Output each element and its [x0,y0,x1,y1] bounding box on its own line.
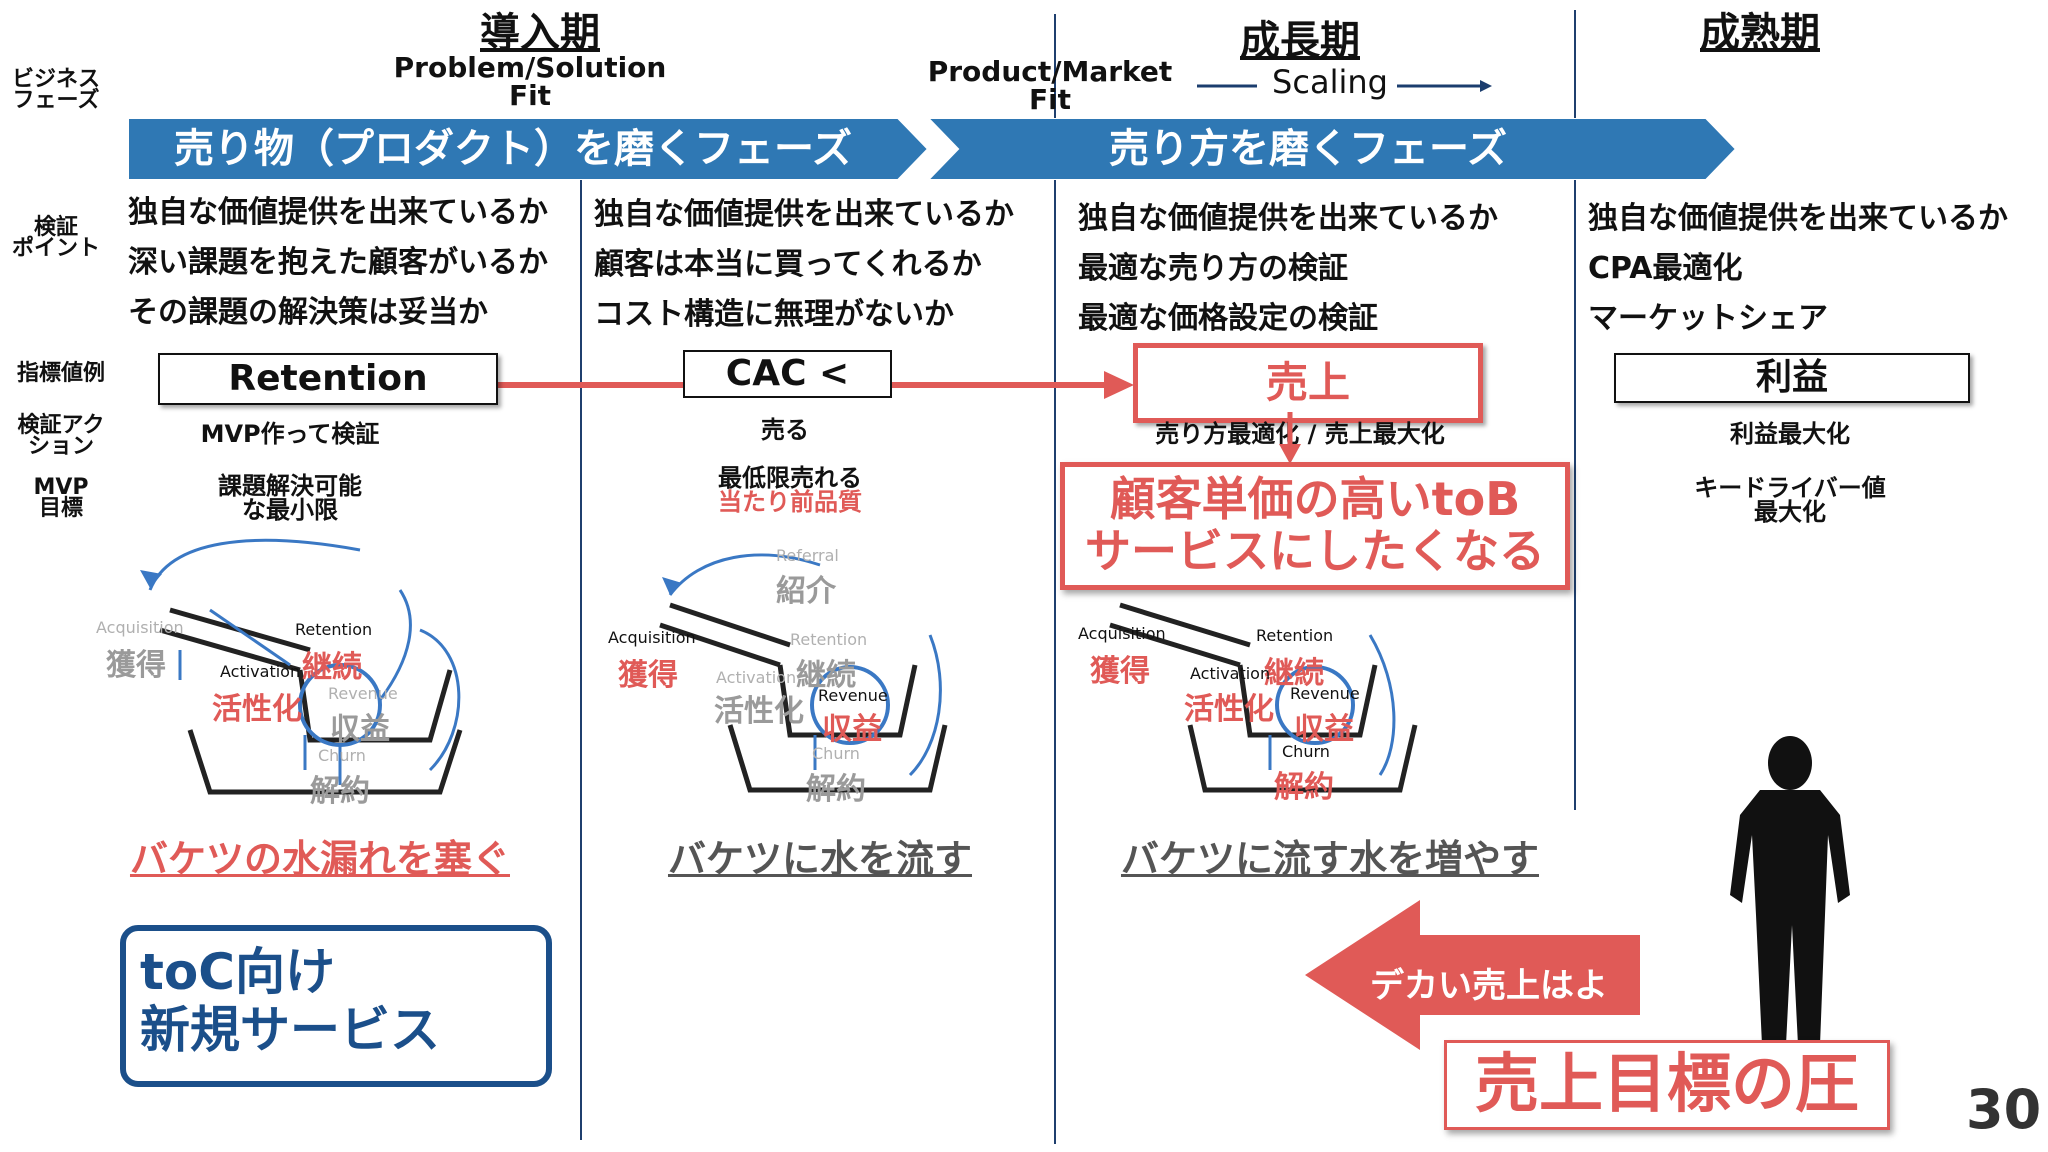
page-number: 30 [1966,1078,2042,1141]
check-point: 独自な価値提供を出来ているか [1078,201,1498,236]
b1-churn-en: Churn [318,746,366,765]
caption-col1: バケツの水漏れを塞ぐ [129,837,510,881]
check-point: 独自な価値提供を出来ているか [594,197,1014,232]
check-point: 顧客は本当に買ってくれるか [594,247,982,282]
action-col2: 売る [761,416,809,444]
b1-acq-en: Acquisition [96,618,184,637]
phase-title-intro: 導入期 [480,10,600,56]
b2-act-ja: 活性化 [714,694,804,729]
phase-banners [128,118,1738,180]
check-point: 独自な価値提供を出来ているか [1588,201,2008,236]
person-silhouette-icon [1730,736,1850,1045]
b3-churn-en: Churn [1282,742,1330,761]
toc-service-text: toC向け 新規サービス [140,943,440,1059]
metric-retention: Retention [158,353,498,405]
row-label-phase: ビジネス フェーズ [11,67,100,113]
b3-acq-en: Acquisition [1078,624,1166,643]
check-point: 独自な価値提供を出来ているか [128,195,548,230]
fit-problem-solution: Problem/Solution Fit [393,51,667,112]
column-divider-1 [580,130,582,1140]
scaling-label: Scaling [1272,63,1388,101]
b2-rev-ja: 収益 [822,712,882,747]
metric-profit: 利益 [1614,353,1970,403]
big-sales-arrow-text: デカい売上はよ [1370,966,1608,1006]
b3-act-ja: 活性化 [1184,692,1274,727]
column-divider-3 [1574,10,1576,810]
row-label-check: 検証 ポイント [11,215,100,261]
check-points-col3: 独自な価値提供を出来ているか 最適な売り方の検証 最適な価格設定の検証 [1078,194,1498,344]
b3-rev-ja: 収益 [1294,712,1354,747]
b1-churn-ja: 解約 [310,774,370,809]
b2-ret-ja: 継続 [796,658,856,693]
check-point: 最適な価格設定の検証 [1078,301,1378,336]
b3-rev-en: Revenue [1290,684,1360,703]
b3-ret-en: Retention [1256,626,1334,645]
row-label-metric: 指標値例 [16,361,105,386]
banner-sales-label: 売り方を磨くフェーズ [1109,126,1507,172]
b3-churn-ja: 解約 [1274,770,1334,805]
check-points-col1: 独自な価値提供を出来ているか 深い課題を抱えた顧客がいるか その課題の解決策は妥… [128,188,548,338]
b1-ret-en: Retention [295,620,373,639]
metric-sales: 売上 [1133,343,1483,423]
check-point: コスト構造に無理がないか [594,297,954,332]
row-label-mvp: MVP 目標 [33,475,89,521]
sales-pressure-text: 売上目標の圧 [1475,1048,1859,1122]
b2-churn-ja: 解約 [806,772,866,807]
caption-col3: バケツに流す水を増やす [1120,837,1539,881]
check-point: その課題の解決策は妥当か [128,295,488,330]
toc-service-box: toC向け 新規サービス [120,925,552,1087]
funnel-diagram-2 [659,553,948,793]
mvp-goal-col4: キードライバー値 最大化 [1694,474,1886,526]
check-points-col4: 独自な価値提供を出来ているか CPA最適化 マーケットシェア [1588,194,2008,344]
row-label-action: 検証アク ション [17,413,105,459]
b1-act-ja: 活性化 [212,692,302,727]
callout-down-arrow [1279,412,1301,464]
b2-ref-en: Referral [776,546,839,565]
b2-acq-en: Acquisition [608,628,696,647]
b2-acq-ja: 獲得 [618,658,678,693]
b1-ret-ja: 継続 [302,650,362,685]
fit-product-market: Product/Market Fit [927,55,1173,116]
b2-rev-en: Revenue [818,686,888,705]
banner-product-label: 売り物（プロダクト）を磨くフェーズ [174,126,852,172]
sales-pressure-box: 売上目標の圧 [1444,1040,1890,1130]
b1-rev-en: Revenue [328,684,398,703]
action-col1: MVP作って検証 [200,420,380,448]
action-col3: 売り方最適化 / 売上最大化 [1155,420,1445,448]
b1-acq-ja: 獲得 [106,648,166,683]
b3-ret-ja: 継続 [1264,656,1324,691]
tob-callout-text: 顧客単価の高いtoB サービスにしたくなる [1085,472,1545,578]
mvp-goal-col2-red: 当たり前品質 [718,488,862,516]
caption-col2: バケツに水を流す [667,837,972,881]
check-point: 深い課題を抱えた顧客がいるか [128,245,548,280]
b2-ref-ja: 紹介 [776,574,836,609]
metric-cac-ltv: CAC < LTV [683,350,892,398]
tob-callout: 顧客単価の高いtoB サービスにしたくなる [1060,462,1570,590]
b2-churn-en: Churn [812,744,860,763]
b1-rev-ja: 収益 [330,712,390,747]
check-point: 最適な売り方の検証 [1078,251,1348,286]
check-points-col2: 独自な価値提供を出来ているか 顧客は本当に買ってくれるか コスト構造に無理がない… [594,190,1014,340]
scaling-arrow [1197,80,1492,92]
check-point: マーケットシェア [1588,301,1828,336]
phase-title-mature: 成熟期 [1700,10,1820,56]
mvp-goal-col2: 最低限売れる [718,464,862,492]
b2-act-en: Activation [716,668,797,687]
b3-acq-ja: 獲得 [1090,654,1150,689]
phase-title-growth: 成長期 [1240,18,1360,64]
b3-act-en: Activation [1190,664,1271,683]
check-point: CPA最適化 [1588,251,1743,286]
funnel-diagram-3 [1109,602,1418,793]
column-divider-2 [1054,14,1056,1144]
b2-ret-en: Retention [790,630,868,649]
big-sales-arrow [1305,900,1640,1050]
action-col4: 利益最大化 [1730,420,1850,448]
funnel-diagram-1 [140,538,463,795]
b1-act-en: Activation [220,662,301,681]
mvp-goal-col1: 課題解決可能 な最小限 [218,472,362,524]
